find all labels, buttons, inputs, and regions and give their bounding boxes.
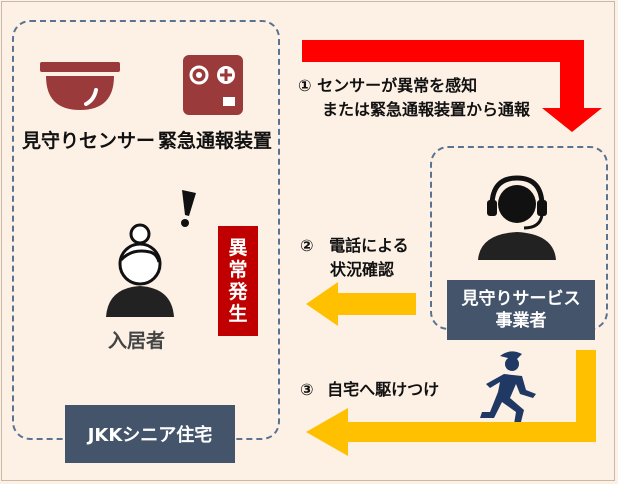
ceiling-sensor-icon	[40, 62, 120, 110]
housing-label-box: JKKシニア住宅	[65, 405, 235, 463]
service-line2: 事業者	[495, 311, 547, 331]
step3-label: 自宅へ駆けつけ	[327, 380, 440, 399]
step2-arrow	[306, 282, 416, 326]
step2-number: ②	[300, 236, 314, 255]
step3-arrow	[306, 350, 596, 456]
operator-headset-icon	[478, 175, 556, 260]
step3-number: ③	[300, 380, 314, 399]
step2-line2: 状況確認	[330, 260, 395, 279]
step1-line1: センサーが異常を感知	[317, 76, 478, 95]
step1-number: ①	[298, 76, 312, 95]
sensor-label: 見守りセンサー	[22, 130, 156, 152]
exclamation-icon	[181, 190, 196, 227]
step2-text: ② 電話による	[300, 236, 409, 255]
abnormal-label: 異常発生	[228, 237, 248, 325]
service-provider-box: 見守りサービス 事業者	[447, 280, 595, 340]
housing-label: JKKシニア住宅	[87, 425, 213, 446]
emergency-device-icon	[183, 55, 243, 115]
step2-line1: 電話による	[329, 236, 409, 255]
emergency-device-label: 緊急通報装置	[158, 130, 273, 152]
step3-text: ③ 自宅へ駆けつけ	[300, 380, 439, 399]
abnormal-badge: 異常発生	[218, 226, 258, 336]
elderly-resident-icon	[106, 223, 174, 317]
step1-arrow	[302, 40, 602, 132]
resident-label: 入居者	[108, 330, 166, 352]
running-staff-icon	[480, 351, 536, 426]
service-line1: 見守りサービス	[461, 288, 581, 309]
step1-text: ① センサーが異常を感知	[298, 76, 477, 95]
step1-line2: または緊急通報装置から通報	[322, 100, 531, 119]
